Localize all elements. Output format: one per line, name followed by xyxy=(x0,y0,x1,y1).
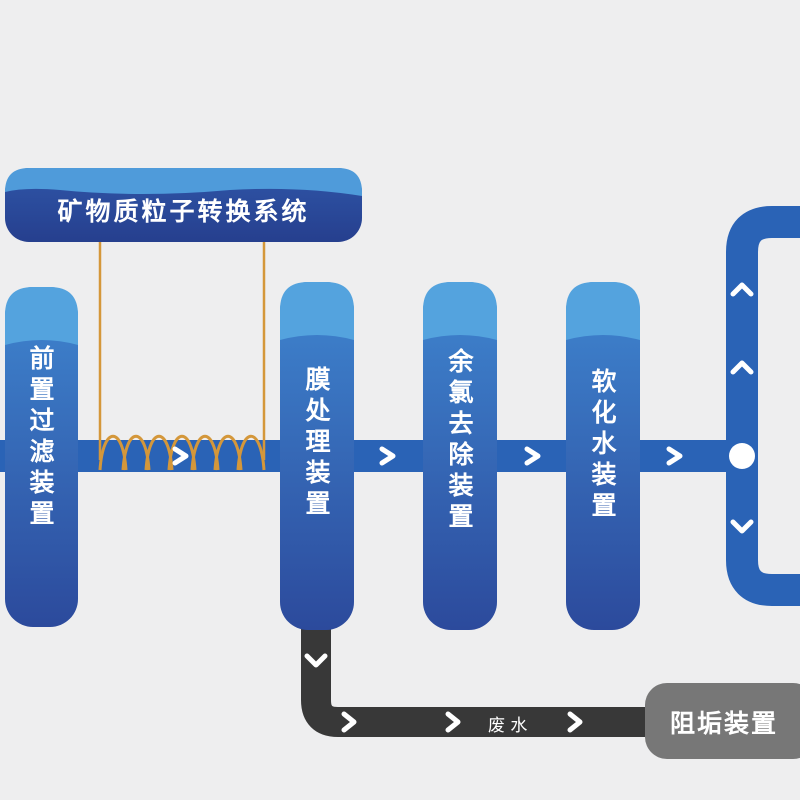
chevron-right-icon xyxy=(524,446,541,466)
unit-softener-label: 软化水装置 xyxy=(588,368,617,523)
chevron-right-icon xyxy=(567,711,583,733)
waste-pipe xyxy=(301,620,660,737)
chevron-right-icon xyxy=(172,446,189,466)
coil-icon xyxy=(98,435,266,471)
chevron-right-icon xyxy=(341,711,357,733)
scale-inhibitor-box xyxy=(645,683,800,759)
title-box-label: 矿物质粒子转换系统 xyxy=(57,197,310,226)
chevron-up-icon xyxy=(730,360,754,375)
unit-chlorine xyxy=(423,282,497,630)
chevron-right-icon xyxy=(379,446,396,466)
chevron-down-icon xyxy=(304,653,328,668)
unit-softener xyxy=(566,282,640,630)
chevron-down-icon xyxy=(730,519,754,534)
scale-inhibitor-label: 阻垢装置 xyxy=(670,709,779,738)
waste-label: 废 水 xyxy=(488,716,528,736)
chevron-up-icon xyxy=(730,282,754,297)
coil-wires xyxy=(98,238,266,460)
unit-chlorine-label: 余氯去除装置 xyxy=(445,348,474,534)
unit-pre-filter xyxy=(5,287,78,627)
junction-dot-icon xyxy=(729,443,755,469)
unit-pre-filter-label: 前置过滤装置 xyxy=(26,345,55,531)
unit-membrane xyxy=(280,282,354,630)
unit-membrane-label: 膜处理装置 xyxy=(302,366,331,521)
title-box xyxy=(5,168,362,242)
loop-pipe xyxy=(726,206,800,606)
chevron-right-icon xyxy=(666,446,683,466)
chevron-right-icon xyxy=(445,711,461,733)
